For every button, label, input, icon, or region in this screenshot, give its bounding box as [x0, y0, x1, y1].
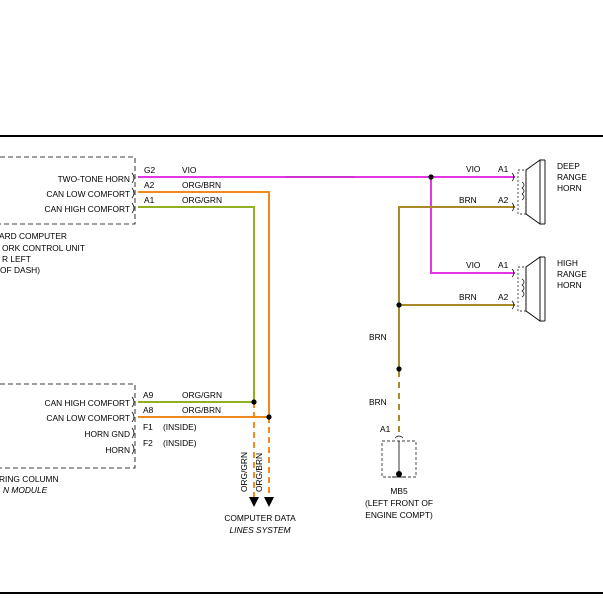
high-horn-pin-a1: A1 [498, 260, 509, 270]
ground-circuit: BRN BRN A1 MB5 (LEFT FRONT OF ENGINE COM… [365, 332, 433, 520]
splice-brn-horns [396, 302, 402, 308]
deep-horn-name-line1: DEEP [557, 161, 580, 171]
splice-brn-mid [396, 366, 402, 372]
bottom-wire-orgbrn-label: ORG/BRN [182, 405, 221, 415]
arrow-orgbrn [264, 497, 274, 507]
high-horn-wire-brn: BRN [459, 292, 477, 302]
high-horn-name-line2: RANGE [557, 269, 587, 279]
bottom-pin-name-can-low: CAN LOW COMFORT [46, 413, 130, 423]
bottom-wire-orggrn-label: ORG/GRN [182, 390, 222, 400]
high-horn-wire-vio: VIO [466, 260, 481, 270]
bottom-module-label-line1: RING COLUMN [0, 474, 59, 484]
high-horn-pin-a2: A2 [498, 292, 509, 302]
bottom-pin-a8: A8 [143, 405, 154, 415]
data-wire-orggrn-label: ORG/GRN [239, 452, 249, 492]
top-pin-name-two-tone-horn: TWO-TONE HORN [58, 174, 130, 184]
data-lines-label-line2: LINES SYSTEM [230, 525, 291, 535]
ground-location-line2: ENGINE COMPT) [365, 510, 433, 520]
arrow-orggrn [249, 497, 259, 507]
top-module-label-line3: R LEFT [2, 254, 31, 264]
top-pin-name-can-low: CAN LOW COMFORT [46, 189, 130, 199]
ground-symbol [396, 471, 402, 477]
deep-horn-pin-a2: A2 [498, 195, 509, 205]
splice-orgbrn [266, 414, 272, 420]
ground-wire-brn-upper: BRN [369, 332, 387, 342]
ground-pin-a1: A1 [380, 424, 391, 434]
bottom-pin-f2: F2 [143, 438, 153, 448]
top-module-label-line4: OF DASH) [0, 265, 40, 275]
top-pin-name-can-high: CAN HIGH COMFORT [45, 204, 130, 214]
deep-horn-name-line2: RANGE [557, 172, 587, 182]
bottom-wire-f1-inside: (INSIDE) [163, 422, 197, 432]
splice-orggrn [251, 399, 257, 405]
top-pin-a1: A1 [144, 195, 155, 205]
deep-horn-pin-a1: A1 [498, 164, 509, 174]
bottom-pin-a9: A9 [143, 390, 154, 400]
deep-horn-name-line3: HORN [557, 183, 582, 193]
top-module-label-line2: ORK CONTROL UNIT [2, 243, 85, 253]
deep-horn-wire-vio: VIO [466, 164, 481, 174]
bottom-pin-name-can-high: CAN HIGH COMFORT [45, 398, 130, 408]
high-horn-name-line1: HIGH [557, 258, 578, 268]
high-horn-name-line3: HORN [557, 280, 582, 290]
wire-brn-deep-horn [398, 206, 515, 305]
bottom-wire-f2-inside: (INSIDE) [163, 438, 197, 448]
ground-name: MB5 [390, 486, 408, 496]
computer-data-lines: ORG/GRN ORG/BRN COMPUTER DATA LINES SYST… [224, 452, 296, 535]
wire-vio-drop [430, 177, 515, 274]
bottom-pin-name-horn-gnd: HORN GND [84, 429, 130, 439]
bottom-module: CAN HIGH COMFORT CAN LOW COMFORT HORN GN… [0, 383, 222, 495]
data-wire-orgbrn-label: ORG/BRN [254, 453, 264, 492]
top-wire-orggrn-label: ORG/GRN [182, 195, 222, 205]
wire-orggrn-top [138, 206, 255, 402]
ground-location-line1: (LEFT FRONT OF [365, 498, 433, 508]
top-module-label-line1: ARD COMPUTER [0, 231, 67, 241]
high-range-horn: VIO BRN A1 A2 HIGH RANGE HORN [459, 256, 587, 322]
deep-horn-wire-brn: BRN [459, 195, 477, 205]
ground-wire-brn-lower: BRN [369, 397, 387, 407]
bottom-pin-name-horn: HORN [105, 445, 130, 455]
top-pin-g2: G2 [144, 165, 156, 175]
top-wire-vio-label: VIO [182, 165, 197, 175]
bottom-pin-f1: F1 [143, 422, 153, 432]
deep-range-horn: VIO BRN A1 A2 DEEP RANGE HORN [459, 159, 587, 225]
top-module: ARD COMPUTER ORK CONTROL UNIT R LEFT OF … [0, 156, 222, 275]
top-pin-a2: A2 [144, 180, 155, 190]
splice-vio [428, 174, 434, 180]
wire-orgbrn-top [138, 191, 270, 417]
bottom-module-label-line2: N MODULE [3, 485, 48, 495]
data-lines-label-line1: COMPUTER DATA [224, 513, 296, 523]
top-wire-orgbrn-label: ORG/BRN [182, 180, 221, 190]
